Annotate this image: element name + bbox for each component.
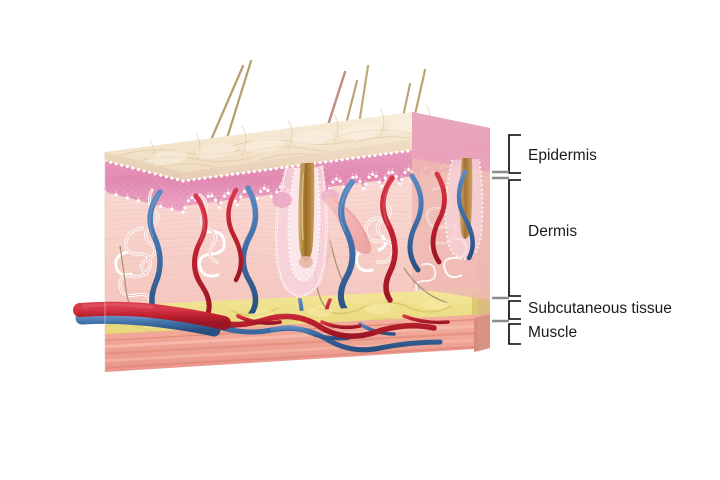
label-dermis: Dermis bbox=[528, 223, 578, 240]
arrector-pili-muscle bbox=[324, 196, 372, 254]
arteries-highlight bbox=[195, 181, 393, 243]
arteries bbox=[192, 171, 447, 322]
bracket-epidermis bbox=[508, 134, 521, 174]
bracket-muscle bbox=[508, 323, 521, 345]
label-epidermis: Epidermis bbox=[528, 147, 597, 164]
dermis-contents bbox=[114, 152, 484, 322]
label-muscle: Muscle bbox=[528, 324, 578, 341]
bracket-subcutaneous bbox=[508, 300, 521, 320]
veins-highlight bbox=[148, 185, 351, 238]
label-brackets bbox=[492, 134, 521, 345]
bracket-dermis bbox=[508, 179, 521, 297]
label-subcutaneous-tissue: Subcutaneous tissue bbox=[528, 300, 672, 317]
hair-follicle-central bbox=[272, 152, 339, 298]
main-vessels-left bbox=[73, 301, 231, 337]
